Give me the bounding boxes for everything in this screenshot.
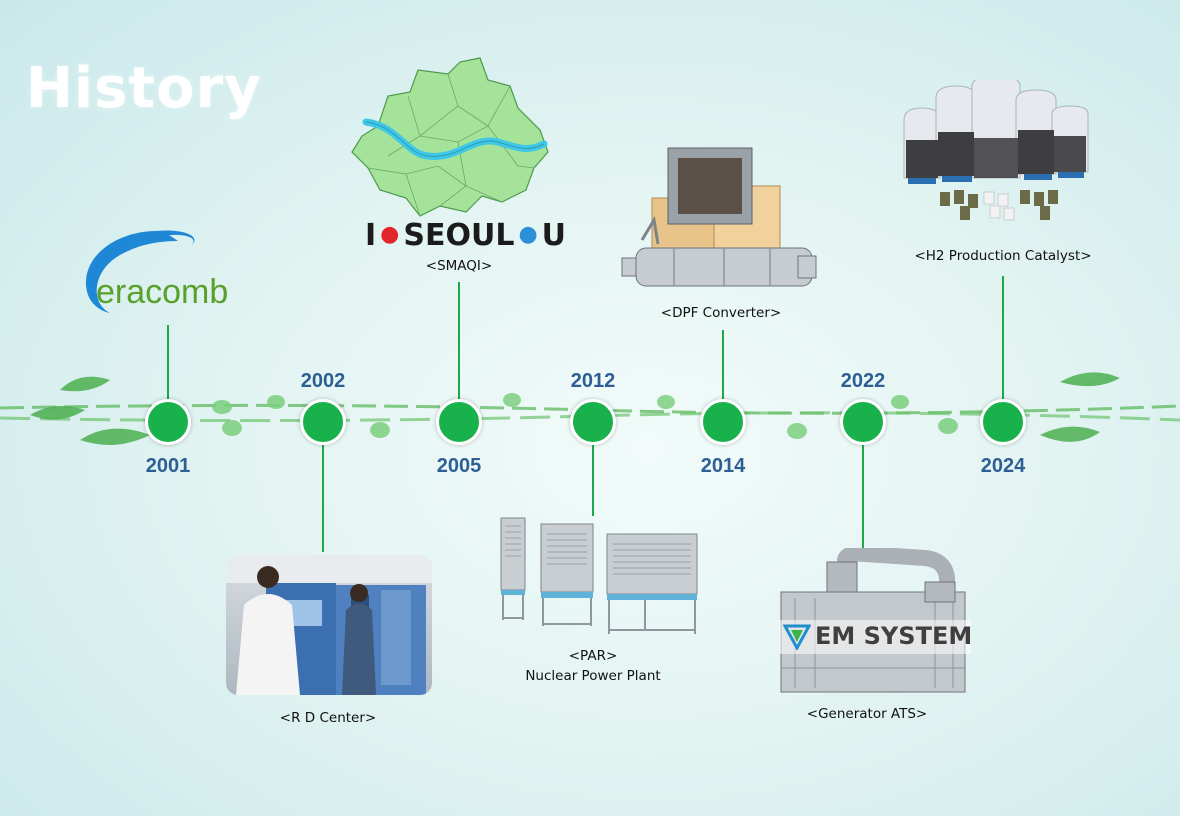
em-system-logo-band (779, 620, 971, 654)
caption-dpf-converter: <DPF Converter> (660, 305, 782, 321)
connector-2005 (458, 282, 460, 404)
year-2024: 2024 (980, 455, 1026, 477)
dpf-converter-image (614, 140, 824, 300)
blue-dot-icon: ● (518, 222, 538, 247)
timeline-node-2012 (570, 399, 616, 445)
timeline-node-2014 (700, 399, 746, 445)
connector-2001 (167, 325, 169, 403)
red-dot-icon: ● (380, 222, 400, 247)
connector-2014 (722, 330, 724, 404)
timeline-node-2022 (840, 399, 886, 445)
leaf-decoration (30, 372, 1120, 445)
year-2002: 2002 (300, 370, 346, 392)
connector-2002 (322, 440, 324, 552)
par-cabinets-image (495, 512, 705, 638)
caption-nuclear-power-plant: Nuclear Power Plant (525, 668, 661, 684)
year-2012: 2012 (570, 370, 616, 392)
year-2001: 2001 (145, 455, 191, 477)
eracomb-logo-text: eracomb (96, 273, 229, 311)
i-seoul-u-u: U (541, 218, 567, 253)
connector-2024 (1002, 276, 1004, 404)
timeline-node-2002 (300, 399, 346, 445)
caption-rd-center: <R D Center> (279, 710, 377, 726)
caption-generator-ats: <Generator ATS> (806, 706, 928, 722)
year-2005: 2005 (436, 455, 482, 477)
em-system-logo-text: EM SYSTEM (815, 622, 973, 650)
rd-center-photo (226, 555, 432, 695)
caption-par: <PAR> (568, 648, 618, 664)
page-title: History (26, 56, 262, 121)
generator-ats-image: EM SYSTEM (775, 545, 975, 698)
connector-2012 (592, 440, 594, 516)
h2-catalyst-image (900, 75, 1096, 230)
timeline-node-2005 (436, 399, 482, 445)
eracomb-logo: eracomb (78, 225, 268, 317)
i-seoul-u-word: SEOUL (403, 218, 515, 253)
em-system-logo-icon (782, 622, 812, 652)
timeline-node-2024 (980, 399, 1026, 445)
timeline-node-2001 (145, 399, 191, 445)
caption-h2-catalyst: <H2 Production Catalyst> (914, 248, 1092, 264)
i-seoul-u-logo: I●SEOUL●U (365, 218, 566, 254)
seoul-map (348, 56, 552, 222)
caption-smaqi: <SMAQI> (425, 258, 493, 274)
i-seoul-u-i: I (365, 218, 377, 253)
connector-2022 (862, 440, 864, 548)
year-2022: 2022 (840, 370, 886, 392)
year-2014: 2014 (700, 455, 746, 477)
